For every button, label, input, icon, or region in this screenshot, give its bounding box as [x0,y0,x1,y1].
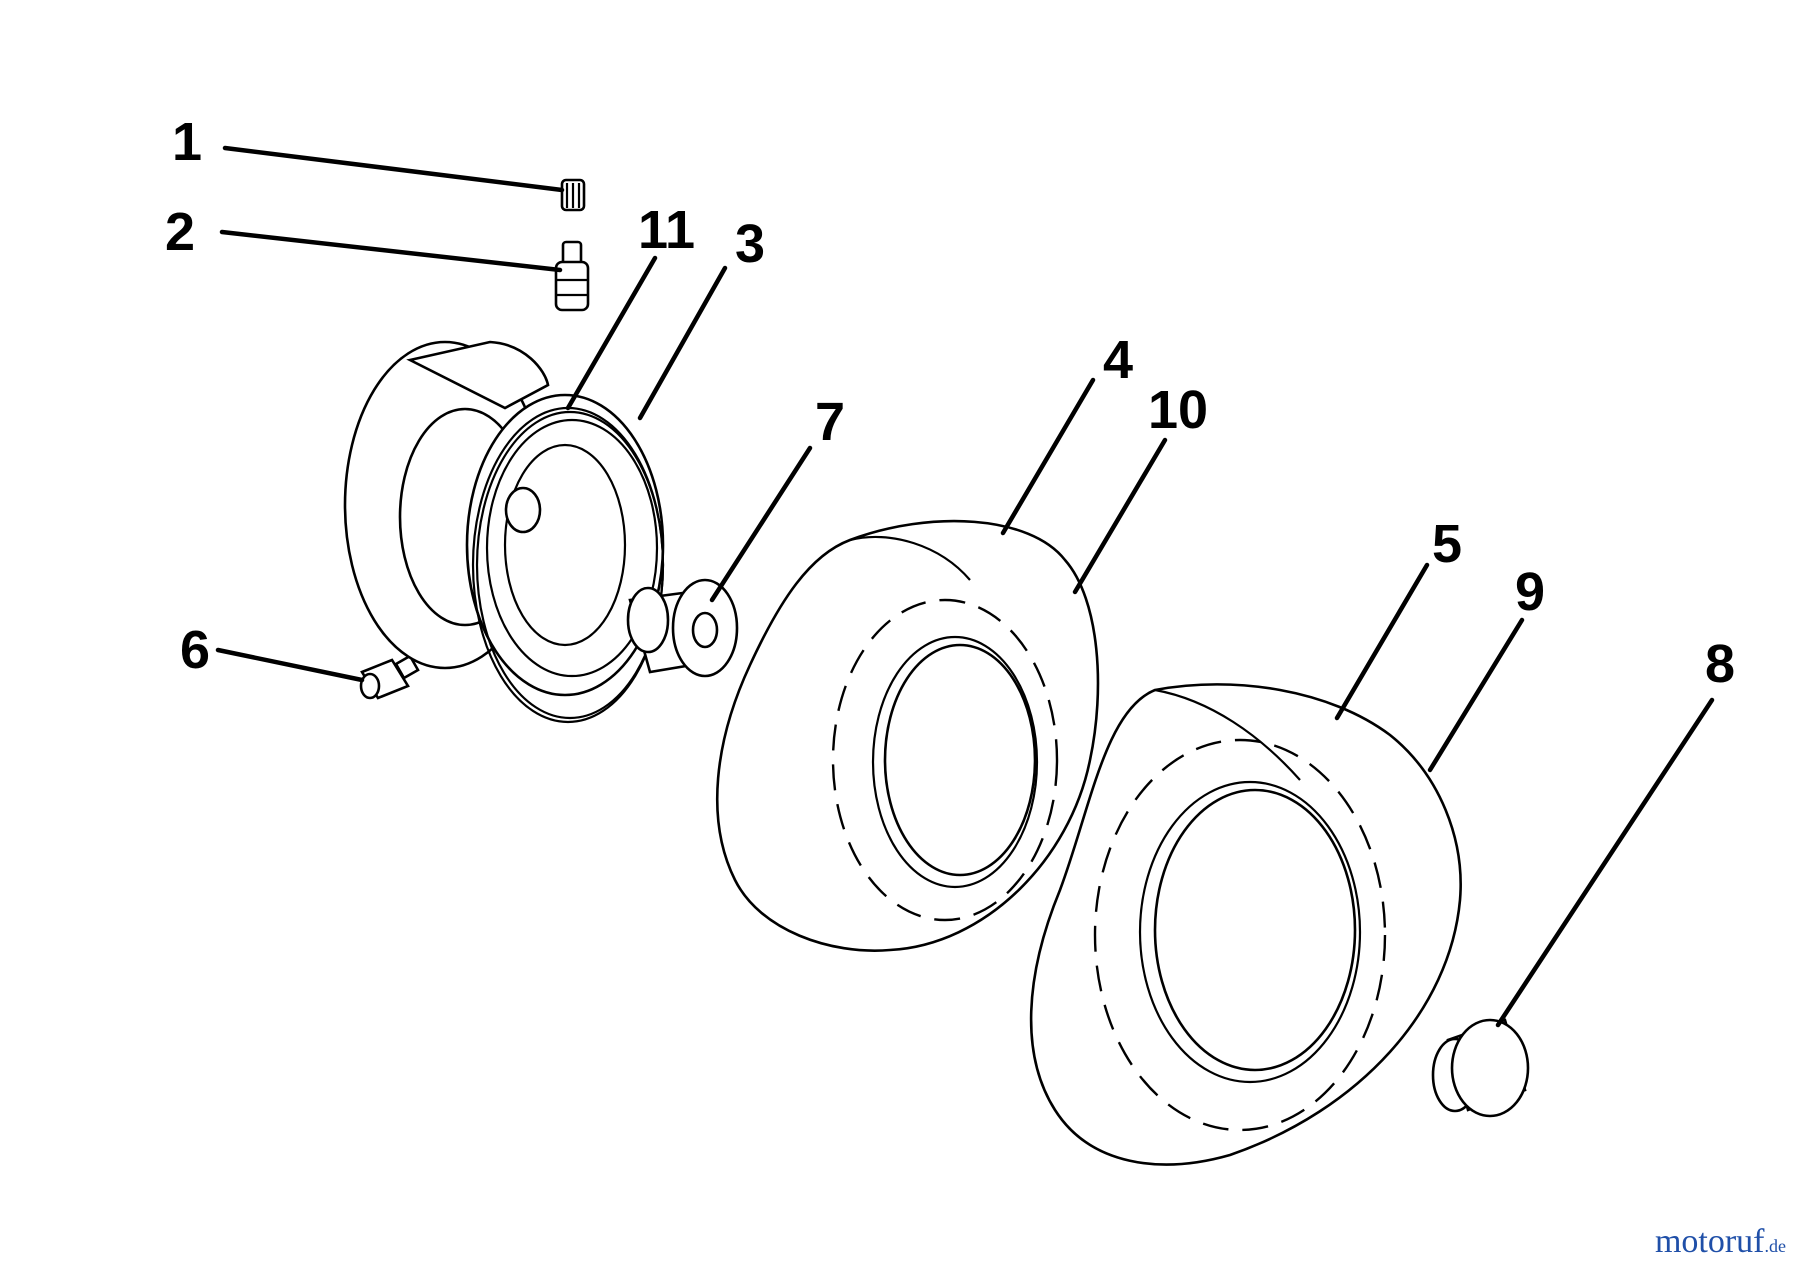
part-tire-rear [1029,683,1462,1166]
callout-7: 7 [815,392,845,452]
part-valve-cap [560,178,586,212]
leader-line-2 [219,229,563,273]
callout-3: 3 [735,214,765,274]
watermark-logo: motoruf.de [1655,1223,1786,1261]
leader-lines [215,145,1715,1028]
callout-labels: 1 2 3 4 5 6 7 8 9 10 11 [165,112,1735,694]
callout-2: 2 [165,202,195,262]
callout-9: 9 [1515,562,1545,622]
part-tire-front [716,519,1100,952]
part-grease-fitting [359,654,420,700]
watermark-brand: motoruf [1654,1223,1765,1260]
callout-8: 8 [1705,634,1735,694]
callout-11: 11 [638,200,695,260]
callout-10: 10 [1148,380,1208,440]
leader-line-8 [1495,697,1715,1028]
part-wheel-rim [343,340,665,697]
callout-6: 6 [180,620,210,680]
callout-1: 1 [172,112,202,172]
part-hub-cap [1431,1018,1530,1118]
leader-line-11 [565,255,658,411]
leader-line-5 [1334,562,1430,721]
leader-line-6 [215,647,365,683]
callout-4: 4 [1103,330,1133,390]
leader-line-7 [709,445,813,603]
leader-line-9 [1427,617,1525,773]
leader-line-1 [222,145,565,193]
callout-5: 5 [1432,514,1462,574]
leader-line-3 [637,265,728,421]
leader-line-10 [1072,437,1168,595]
watermark-tld: .de [1764,1236,1787,1256]
part-bushing [626,578,739,678]
part-valve-stem [554,240,590,312]
leader-line-4 [1000,377,1096,536]
